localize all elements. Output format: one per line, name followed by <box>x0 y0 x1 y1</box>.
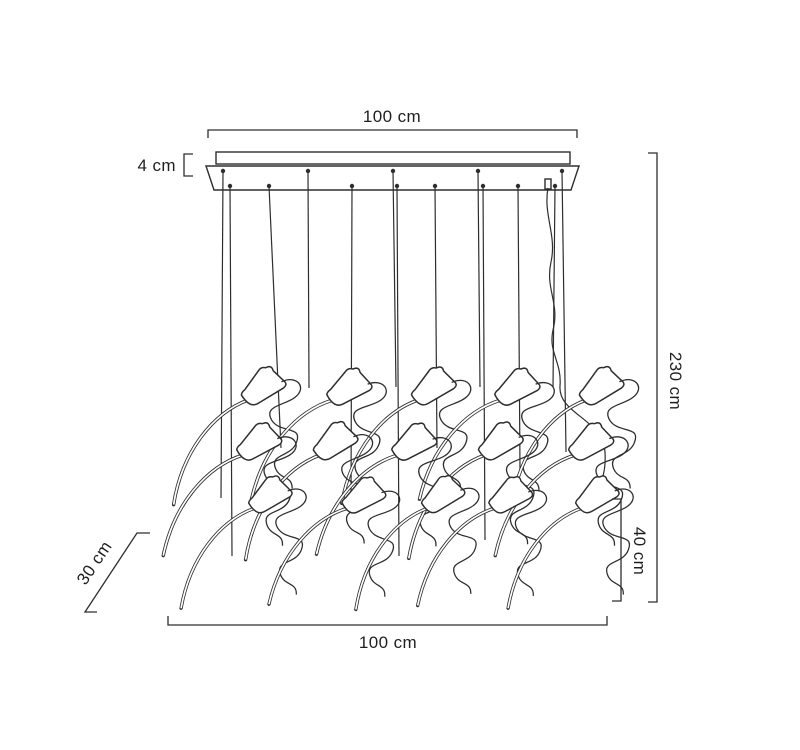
cable-anchor-dot <box>559 168 565 174</box>
cable-anchor-dot <box>475 168 481 174</box>
dimension-bottom-width: 100 cm <box>167 616 608 652</box>
canopy-top-plate <box>215 151 571 165</box>
dimension-bottom-width-label: 100 cm <box>359 633 417 652</box>
cable-anchor-dot <box>305 168 311 174</box>
dimension-bracket <box>83 532 150 613</box>
lamp-arms <box>161 365 640 612</box>
lamp-arm <box>171 365 302 507</box>
dimension-top-width: 100 cm <box>207 107 578 138</box>
dimension-depth-label: 30 cm <box>73 538 116 589</box>
suspension-cable <box>517 185 521 471</box>
dimension-bracket <box>183 153 193 177</box>
suspension-cable <box>482 185 486 541</box>
suspension-cable <box>434 185 438 449</box>
cable-anchor-dot <box>220 168 226 174</box>
dimension-bracket <box>207 129 578 138</box>
cable-anchor-dot <box>552 183 558 189</box>
suspension-cable <box>552 185 556 388</box>
dimension-bracket <box>612 498 622 602</box>
suspension-cable <box>307 170 310 389</box>
suspension-cable <box>268 185 282 449</box>
dimension-bracket <box>167 616 608 626</box>
dimension-arm-section-label: 40 cm <box>630 527 649 575</box>
power-cord-plug <box>544 178 552 190</box>
suspension-cable <box>396 185 400 557</box>
dimension-top-width-label: 100 cm <box>363 107 421 126</box>
cable-anchor-dot <box>432 183 438 189</box>
dimension-bracket <box>648 152 658 603</box>
suspension-cable <box>477 170 481 388</box>
suspension-cable <box>392 170 397 388</box>
lamp-arm <box>415 475 548 608</box>
suspension-cable <box>561 170 567 453</box>
cable-anchor-dot <box>390 168 396 174</box>
lamp-arm <box>249 367 387 501</box>
lamp-arm <box>493 421 629 558</box>
power-cord <box>546 187 606 506</box>
lamp-arm <box>417 367 555 501</box>
cable-anchor-dot <box>349 183 355 189</box>
cable-anchor-dot <box>227 183 233 189</box>
lamp-arm <box>354 474 480 612</box>
dimension-canopy-height-label: 4 cm <box>138 156 176 175</box>
suspension-cable <box>229 185 233 557</box>
suspension-cable <box>220 170 224 499</box>
lamp-arm <box>267 476 401 606</box>
dimension-arm-section-height: 40 cm <box>612 498 649 602</box>
cable-anchor-dot <box>394 183 400 189</box>
cable-anchor-dot <box>480 183 486 189</box>
dimension-total-height-label: 230 cm <box>666 352 685 410</box>
dimension-depth: 30 cm <box>73 532 150 613</box>
cable-anchor-dot <box>515 183 521 189</box>
lamp-arm <box>314 422 452 556</box>
suspension-cables <box>220 168 567 557</box>
lamp-arm <box>506 475 634 610</box>
dimension-total-height: 230 cm <box>648 152 685 603</box>
lamp-arm <box>179 475 307 610</box>
cable-anchor-dot <box>266 183 272 189</box>
suspension-cable <box>350 185 353 501</box>
dimension-canopy-height: 4 cm <box>138 153 193 177</box>
